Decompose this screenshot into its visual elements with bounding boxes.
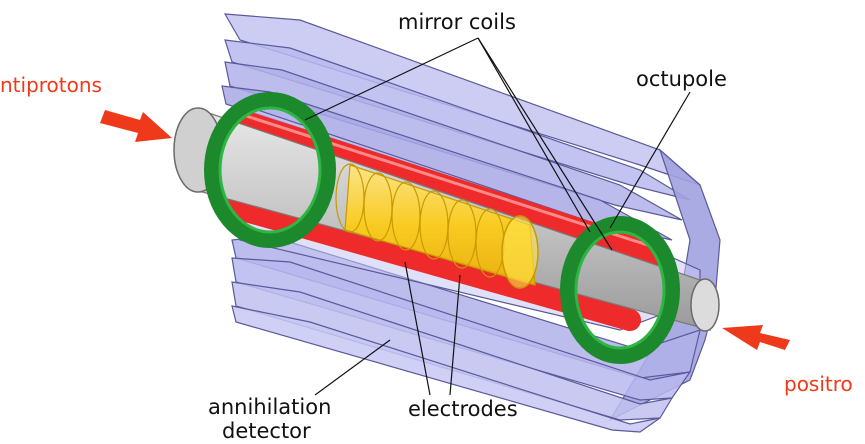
leader-annihilation — [314, 339, 391, 396]
label-electrodes: electrodes — [408, 397, 518, 421]
positron-arrow-shape — [722, 325, 790, 350]
mirror-coil-right-highlight — [574, 230, 666, 350]
mirror-coil-right-outer — [560, 216, 680, 364]
leader-electrodes-2 — [449, 274, 461, 396]
label-positrons: positro — [784, 372, 853, 396]
detector-plate-bottom-4 — [231, 305, 661, 433]
vacuum-tube-right-end — [690, 278, 720, 332]
mirror-coil-left-outer — [204, 92, 336, 248]
leader-mirror-coils-right2 — [477, 37, 613, 251]
mirror-coil-right — [560, 216, 680, 364]
label-annihilation-line1: annihilation — [208, 395, 331, 419]
label-mirror-coils: mirror coils — [398, 10, 516, 34]
mirror-coil-left-highlight — [218, 106, 322, 234]
antiproton-arrow — [100, 110, 172, 142]
label-octupole: octupole — [636, 67, 727, 91]
label-antiprotons: ntiprotons — [0, 73, 102, 97]
leader-octupole — [609, 91, 691, 229]
leader-electrodes-1 — [404, 261, 431, 396]
leader-lines — [304, 37, 691, 396]
leader-mirror-coils-left — [304, 37, 479, 121]
electrode-ring-7 — [501, 215, 539, 289]
electrode-stack — [335, 163, 539, 289]
positron-arrow — [722, 325, 790, 350]
mirror-coil-left — [204, 92, 336, 248]
label-annihilation-line2: detector — [222, 419, 311, 443]
antiproton-arrow-shape — [100, 110, 172, 142]
leader-mirror-coils-right — [477, 37, 591, 233]
